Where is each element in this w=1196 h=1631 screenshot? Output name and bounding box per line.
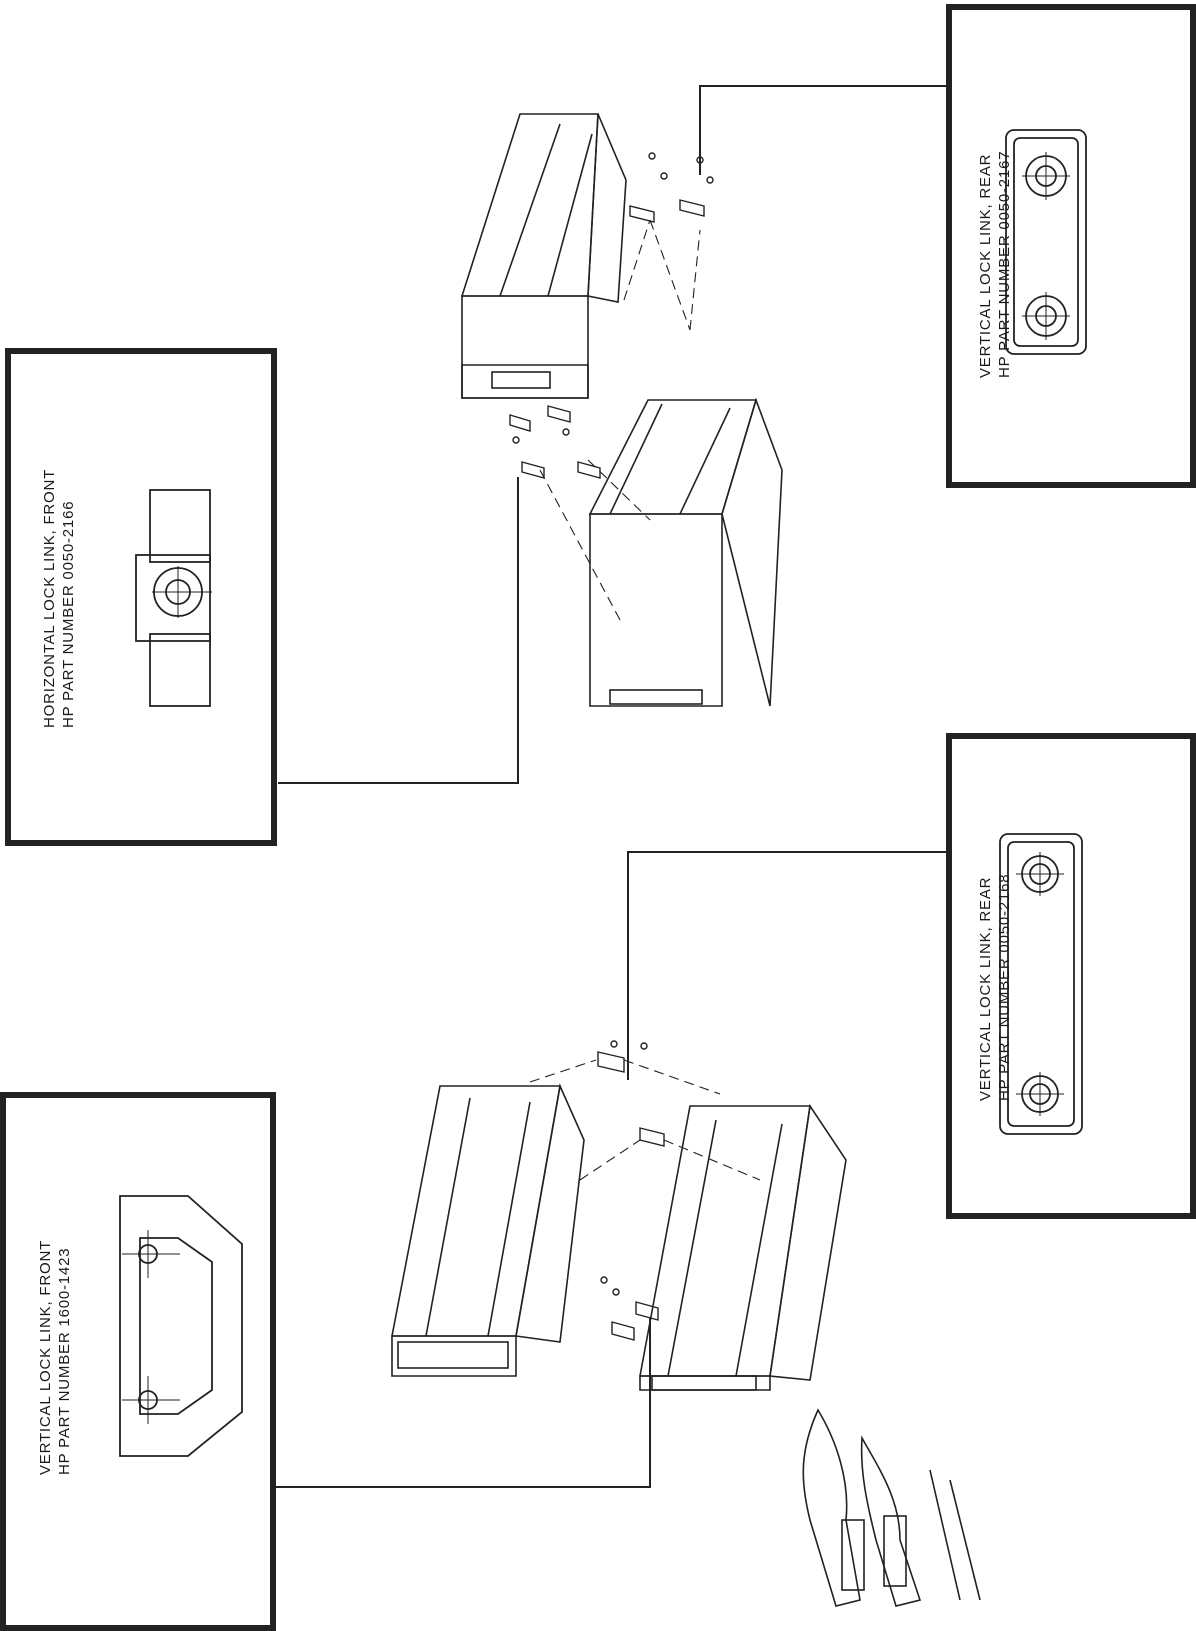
label-vertical-front-line2: HP PART NUMBER 1600-1423 xyxy=(56,1247,73,1475)
label-vertical-rear-2168: VERTICAL LOCK LINK, REAR HP PART NUMBER … xyxy=(976,874,1014,1101)
part-drawing-0050-2168 xyxy=(999,833,1083,1135)
label-vertical-rear-2168-line2: HP PART NUMBER 0050-2168 xyxy=(996,873,1013,1101)
instrument-pair-vertical xyxy=(391,1040,847,1391)
part-drawing-0050-2167 xyxy=(1005,129,1087,355)
part-drawing-1600-1423 xyxy=(119,1195,243,1457)
panel-horizontal-front xyxy=(5,348,277,846)
label-vertical-rear-2167-line2: HP PART NUMBER 0050-2167 xyxy=(996,150,1013,378)
label-vertical-front-line1: VERTICAL LOCK LINK, FRONT xyxy=(37,1239,54,1475)
part-drawing-0050-2166 xyxy=(135,489,212,707)
instrument-pair-horizontal xyxy=(460,113,783,707)
label-vertical-rear-2167-line1: VERTICAL LOCK LINK, REAR xyxy=(977,153,994,378)
detail-closeup xyxy=(802,1408,981,1607)
label-horizontal-front: HORIZONTAL LOCK LINK, FRONT HP PART NUMB… xyxy=(40,469,78,728)
label-vertical-front: VERTICAL LOCK LINK, FRONT HP PART NUMBER… xyxy=(36,1240,74,1475)
label-vertical-rear-2167: VERTICAL LOCK LINK, REAR HP PART NUMBER … xyxy=(976,151,1014,378)
label-horizontal-front-line1: HORIZONTAL LOCK LINK, FRONT xyxy=(41,468,58,728)
panel-vertical-rear-2167 xyxy=(946,4,1196,488)
leader-lines xyxy=(274,85,948,1488)
panel-vertical-front xyxy=(0,1092,276,1631)
label-horizontal-front-line2: HP PART NUMBER 0050-2166 xyxy=(60,500,77,728)
label-vertical-rear-2168-line1: VERTICAL LOCK LINK, REAR xyxy=(977,876,994,1101)
panel-vertical-rear-2168 xyxy=(946,733,1196,1219)
